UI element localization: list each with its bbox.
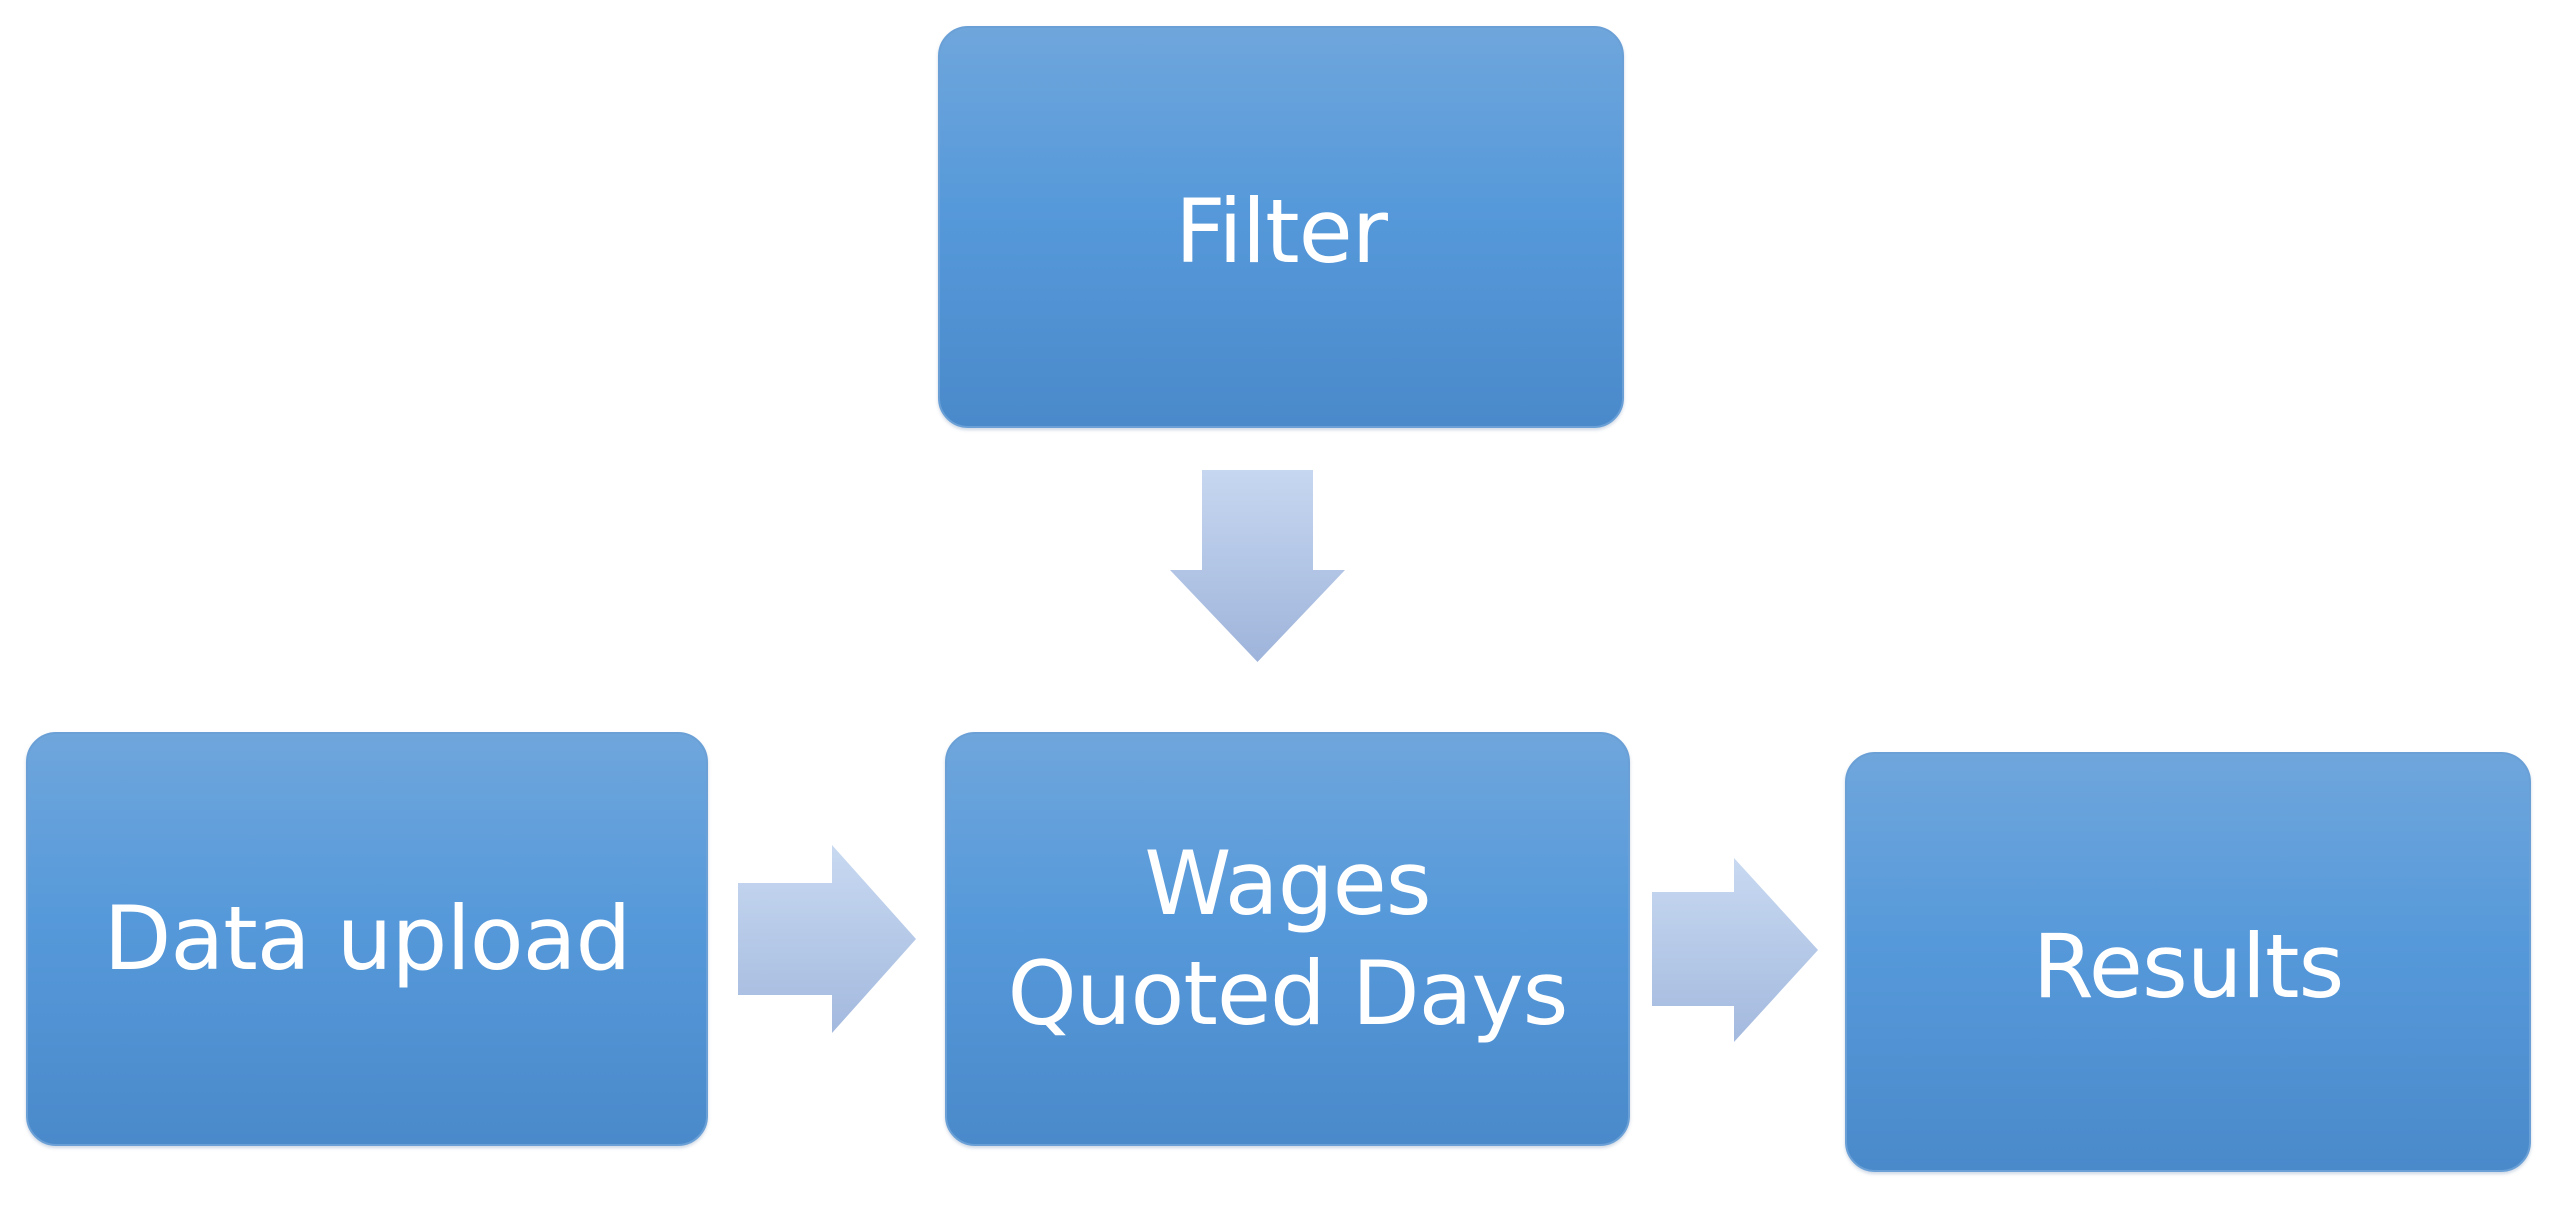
down-arrow-icon: [1170, 470, 1345, 662]
results-node: Results: [1845, 752, 2531, 1172]
filter-node: Filter: [938, 26, 1624, 428]
quoted-days-label: Quoted Days: [1007, 942, 1569, 1045]
filter-label: Filter: [1175, 180, 1388, 283]
right-arrow-icon: [1652, 858, 1818, 1042]
data-upload-label: Data upload: [103, 887, 632, 990]
wages-label: Wages: [1144, 832, 1431, 935]
right-arrow-icon: [738, 845, 916, 1033]
results-label: Results: [2032, 915, 2345, 1018]
data-upload-node: Data upload: [26, 732, 708, 1146]
wages-quoted-days-node: Wages Quoted Days: [945, 732, 1630, 1146]
